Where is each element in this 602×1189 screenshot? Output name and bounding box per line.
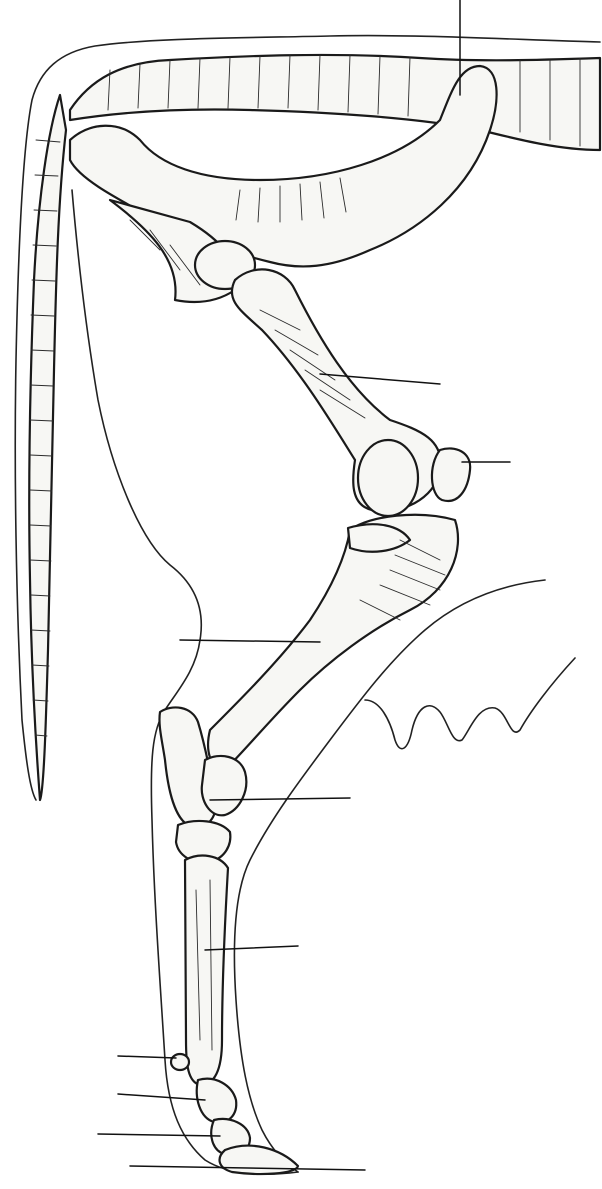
patella — [432, 448, 470, 501]
vertebral-column — [70, 55, 600, 150]
metatarsal — [185, 856, 228, 1085]
tibia — [208, 515, 458, 770]
femur — [232, 269, 441, 516]
tail-vertebrae — [29, 95, 66, 800]
leader-line-first-phalanx — [118, 1094, 205, 1100]
leader-line-sesamoid — [118, 1056, 176, 1058]
leader-line-second-phalanx — [98, 1134, 220, 1136]
